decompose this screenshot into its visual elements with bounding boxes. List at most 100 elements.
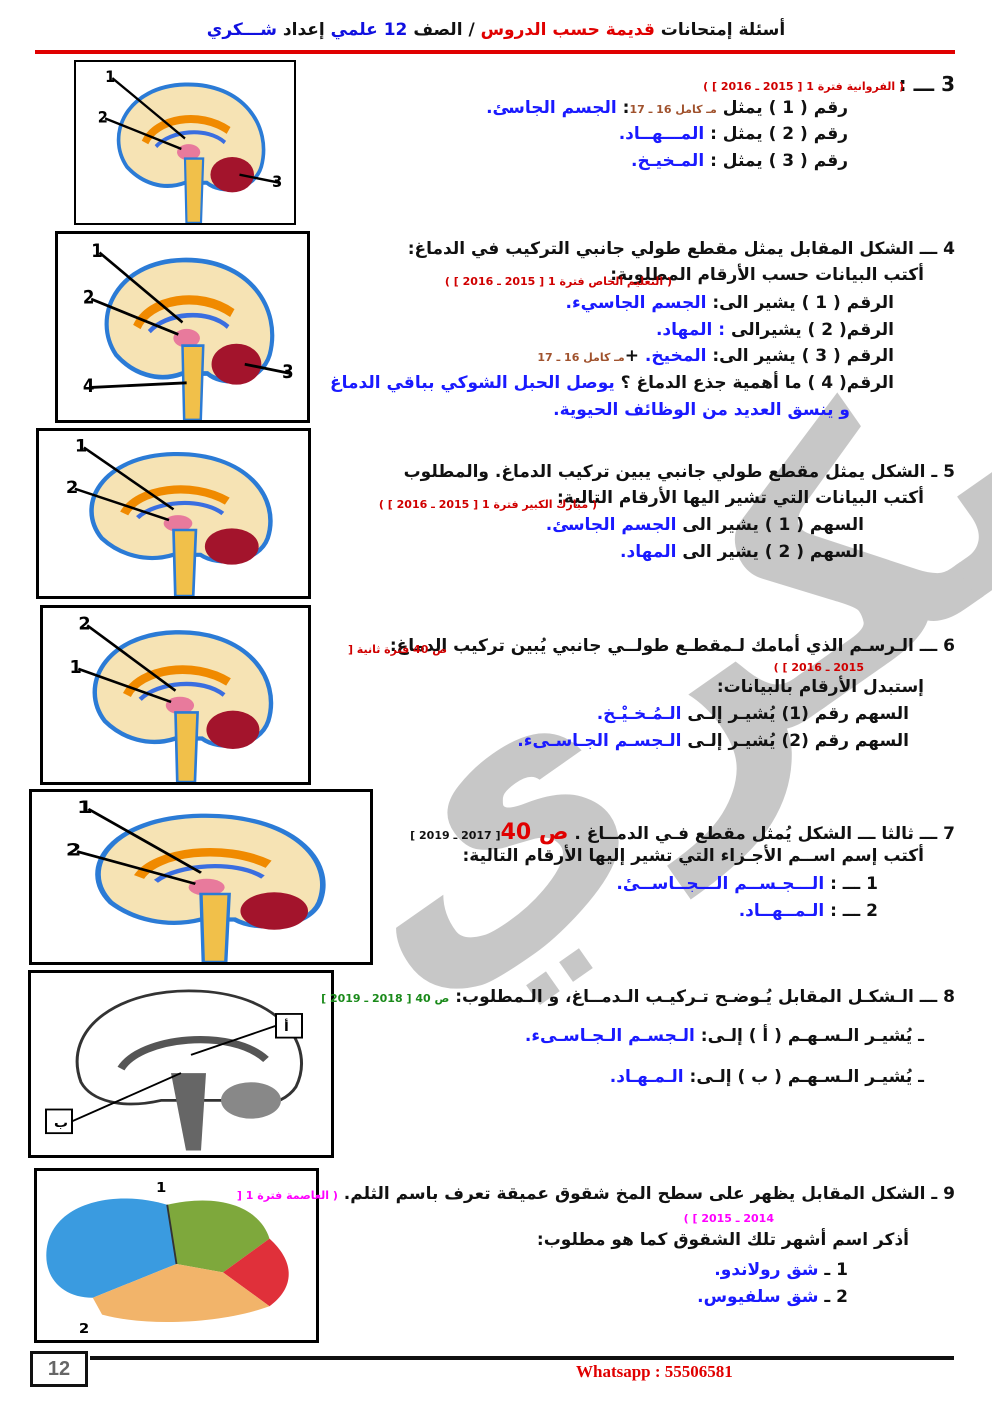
q6-line-2: السهم رقم (2) يُشيـر إلـى الـجسـم الجـاس… <box>517 731 909 751</box>
q9-instruction: أذكر اسم أشهر تلك الشقوق كما هو مطلوب: <box>536 1230 909 1250</box>
text-segment: رقم ( 3 ) يمثل : <box>710 151 848 171</box>
figure-label: 1 <box>70 658 82 678</box>
figure-label: 1 <box>156 1181 166 1196</box>
brainstem <box>172 528 198 596</box>
brain-illustration: أب <box>45 989 303 1151</box>
text-segment: الرقم( 4 ) ما أهمية جذع الدماغ ؟ <box>620 373 894 393</box>
figure-label: 2 <box>98 108 108 127</box>
q5-source: ( مبارك الكبير فترة 1 [ 2015 ـ 2016 ] ) <box>378 498 597 511</box>
q4-line-4: الرقم( 4 ) ما أهمية جذع الدماغ ؟ يوصل ال… <box>330 373 894 393</box>
text-segment: ص 40 <box>500 820 569 845</box>
q3-line-1: رقم ( 1 ) يمثل مـ كامل 16 ـ 17: الجسم ال… <box>486 98 848 118</box>
occipital-lobe <box>223 1238 289 1307</box>
header-divider <box>35 50 955 54</box>
q7-line-2: 2 ـــ : الـمــهــاد. <box>739 901 878 921</box>
q6-line-1: السهم رقم (1) يُشيـر إلـى الـمُـخـيْـخ. <box>597 704 909 724</box>
q4-line-3: الرقم ( 3 ) يشير الى: المخيخ. +مـ كامل 1… <box>537 346 894 366</box>
parietal-lobe <box>167 1200 270 1273</box>
text-segment: يوصل الحبل الشوكي بباقي الدماغ <box>330 373 615 393</box>
fornix <box>154 130 227 149</box>
text-segment: الجسم الجاسئ. <box>545 515 677 535</box>
thalamus <box>163 515 193 532</box>
pointer-arrow <box>91 381 187 389</box>
text-segment: رقم ( 1 ) يمثل <box>722 98 848 118</box>
cerebellum <box>221 1082 281 1119</box>
cerebellum <box>206 710 260 749</box>
q6-source: ص 40 فترة ثانية [ <box>347 643 447 656</box>
text-segment: 8 ـــ الـشكـل المقابل يُـوضـح تـركيـب ال… <box>455 987 955 1007</box>
figure-label: 2 <box>78 615 90 635</box>
cerebellum <box>211 343 262 385</box>
q3-line-3: رقم ( 3 ) يمثل : المـخيـخ. <box>631 151 848 171</box>
pointer-arrow <box>74 487 170 522</box>
header-class: / الصف <box>413 20 475 40</box>
q8-line-2: ـ يُشيـر الـسـهـم ( ب ) إلـى: الـمـهـاد. <box>610 1067 924 1087</box>
brainstem <box>171 1073 206 1151</box>
header-subtitle: قديمة حسب الدروس <box>480 20 655 40</box>
q5-instruction: أكتب البيانات التي تشير اليها الأرقام ال… <box>557 488 924 508</box>
text-segment: + <box>624 346 639 366</box>
thalamus <box>177 144 201 161</box>
figure-label: 2 <box>79 1322 89 1337</box>
text-segment: المخيخ. <box>644 346 707 366</box>
cerebrum <box>75 989 303 1108</box>
text-segment: 7 ـــ ثالثا ـــ الشكل يُمثل مقطع فـي الد… <box>574 824 955 844</box>
thalamus <box>165 696 195 715</box>
frontal-lobe <box>46 1198 177 1298</box>
thalamus <box>173 328 200 348</box>
fornix <box>147 312 230 334</box>
page-number: 12 <box>30 1351 88 1387</box>
pointer-arrow <box>90 297 179 336</box>
text-segment: السهم رقم (2) يُشيـر إلـى <box>687 731 909 751</box>
brainstem <box>181 344 205 420</box>
text-segment: ( العاصمة فترة 1 [ <box>236 1189 338 1202</box>
figure-label: 4 <box>83 376 95 397</box>
pointer-arrow <box>87 807 203 874</box>
figure-label: 1 <box>91 241 103 262</box>
whatsapp-contact: Whatsapp : 55506581 <box>576 1362 733 1381</box>
fornix <box>138 681 226 701</box>
corpus-callosum <box>117 1035 269 1071</box>
page-header: أسئلة إمتحانات قديمة حسب الدروس / الصف 1… <box>0 20 992 40</box>
q9-source-cont: 2014 ـ 2015 ] ) <box>683 1212 774 1225</box>
q4-line-4-cont: و ينسق العديد من الوظائف الحيوية. <box>553 400 850 420</box>
text-segment: السهم ( 1 ) يشير الى <box>682 515 864 535</box>
q9-line-2: 2 ـ شق سلفيوس. <box>697 1287 848 1307</box>
text-segment: 2 ـ <box>824 1287 848 1307</box>
header-title: أسئلة إمتحانات <box>660 20 786 40</box>
cerebellum <box>210 156 255 193</box>
text-segment: الـجسـم الـجـاسـىء. <box>524 1026 695 1046</box>
brain-illustration: 12 <box>66 797 326 962</box>
brain-illustration: 12 <box>46 1181 289 1337</box>
text-segment: الـجسـم الجـاسـىء. <box>517 731 682 751</box>
q5-line-2: السهم ( 2 ) يشير الى المهاد. <box>620 542 864 562</box>
brain-illustration: 12 <box>66 437 273 596</box>
pointer-arrow <box>98 251 184 324</box>
text-segment: شق رولاندو. <box>714 1260 819 1280</box>
header-grade: 12 <box>383 20 408 40</box>
text-segment: ـ يُشيـر الـسـهـم ( أ ) إلـى: <box>700 1026 924 1046</box>
figure-label: 3 <box>282 362 294 383</box>
pointer-arrow <box>190 1024 277 1056</box>
pointer-arrow <box>71 1072 182 1123</box>
figure-label: ب <box>54 1116 68 1130</box>
text-segment: الرقم ( 1 ) يشير الى: <box>712 293 894 313</box>
pointer-arrow <box>111 77 186 140</box>
cerebellum <box>240 892 309 930</box>
text-segment: 9 ـ الشكل المقابل يظهر على سطح المخ شقوق… <box>343 1184 955 1204</box>
cerebellum <box>204 528 259 565</box>
text-segment: ص 40 [ 2018 ـ 2019 ] <box>321 992 450 1005</box>
q3-number: 3 ـــ : <box>898 72 955 96</box>
fornix <box>136 501 225 520</box>
q3-line-2: رقم ( 2 ) يمثل : المـــهــاد. <box>619 124 848 144</box>
header-prepared-by: إعداد <box>282 20 325 40</box>
q7-line-1: 1 ـــ : الـــجـســم الـــجــاســىٔ. <box>616 874 878 894</box>
brainstem <box>199 892 231 962</box>
text-segment: الـمــهــاد. <box>738 901 825 921</box>
text-segment: شق سلفيوس. <box>697 1287 819 1307</box>
